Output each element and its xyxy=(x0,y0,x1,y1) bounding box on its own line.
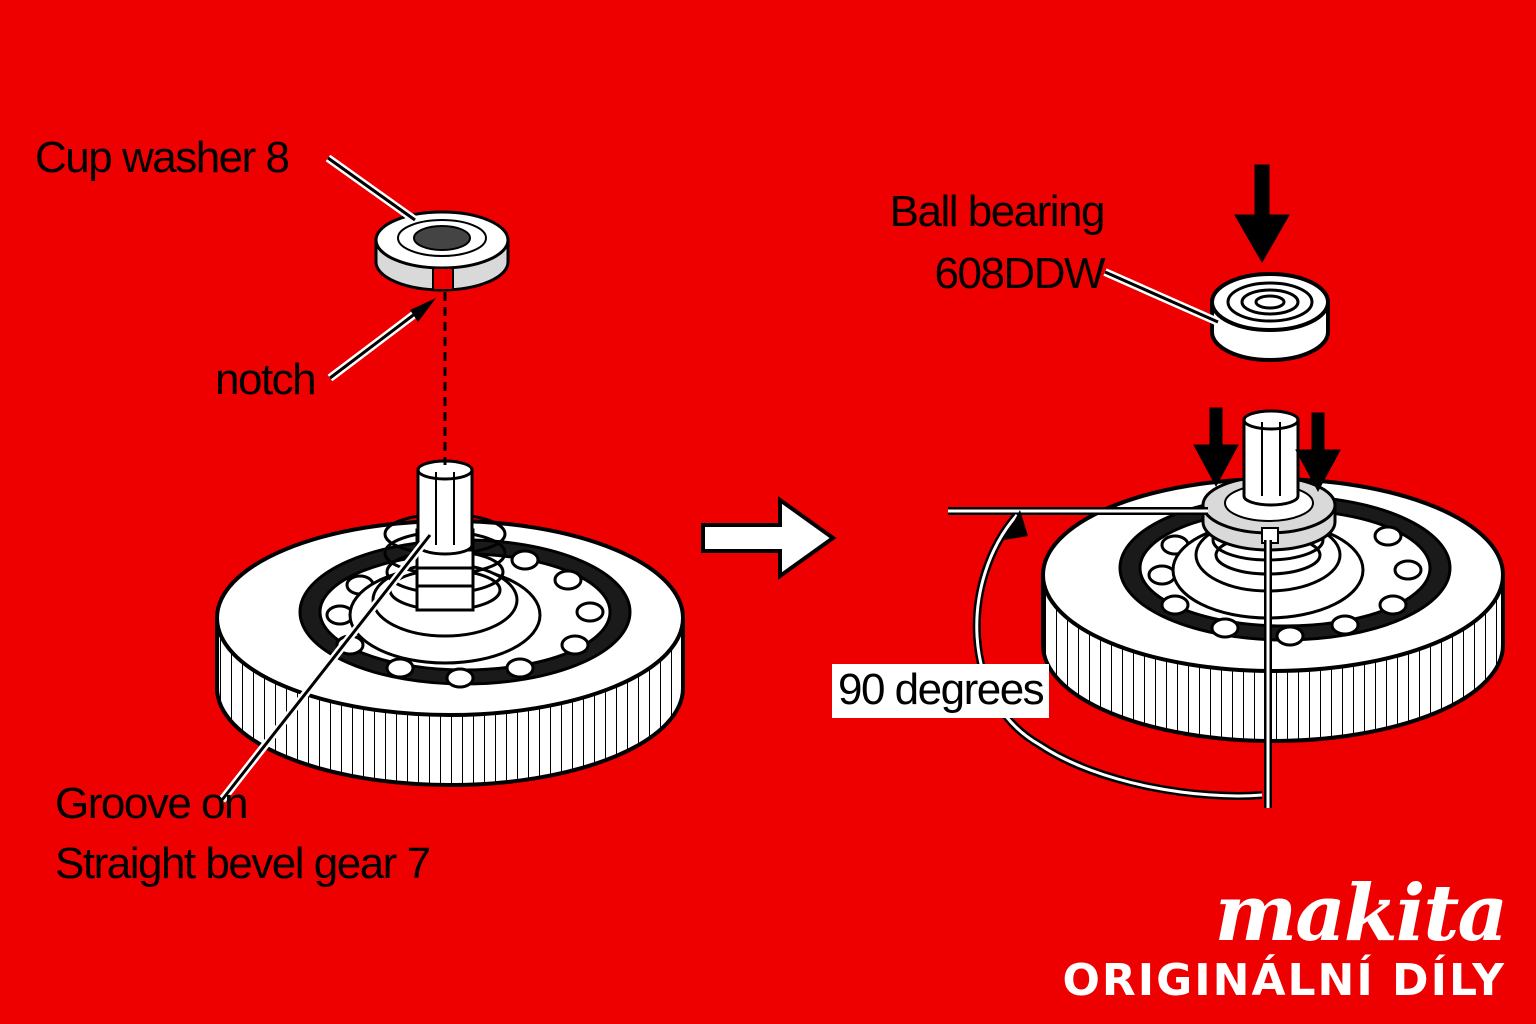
cup-washer-label: Cup washer 8 xyxy=(35,133,290,182)
notch-label: notch xyxy=(215,355,317,404)
groove-label-line1: Groove on xyxy=(55,779,248,828)
leader-lines-left xyxy=(218,154,436,803)
makita-logo: makita xyxy=(1214,868,1508,959)
press-down-arrows-icon xyxy=(1193,164,1341,493)
brand-block: makita ORIGINÁLNÍ DÍLY xyxy=(1006,868,1508,1006)
angle-label: 90 degrees xyxy=(832,664,1050,718)
ball-bearing xyxy=(1210,272,1330,362)
groove-label-line2: Straight bevel gear 7 xyxy=(55,839,431,888)
ball-bearing-label-line2: 608DDW xyxy=(934,249,1106,298)
straight-bevel-gear-right xyxy=(1041,409,1505,743)
brand-subtitle: ORIGINÁLNÍ DÍLY xyxy=(1062,955,1506,1006)
step-arrow-icon xyxy=(701,496,837,580)
straight-bevel-gear-left xyxy=(215,292,685,787)
angle-indicator xyxy=(948,507,1272,808)
cup-washer xyxy=(374,210,510,292)
ball-bearing-label-line1: Ball bearing xyxy=(889,187,1106,236)
leader-line-bearing xyxy=(1103,268,1220,326)
